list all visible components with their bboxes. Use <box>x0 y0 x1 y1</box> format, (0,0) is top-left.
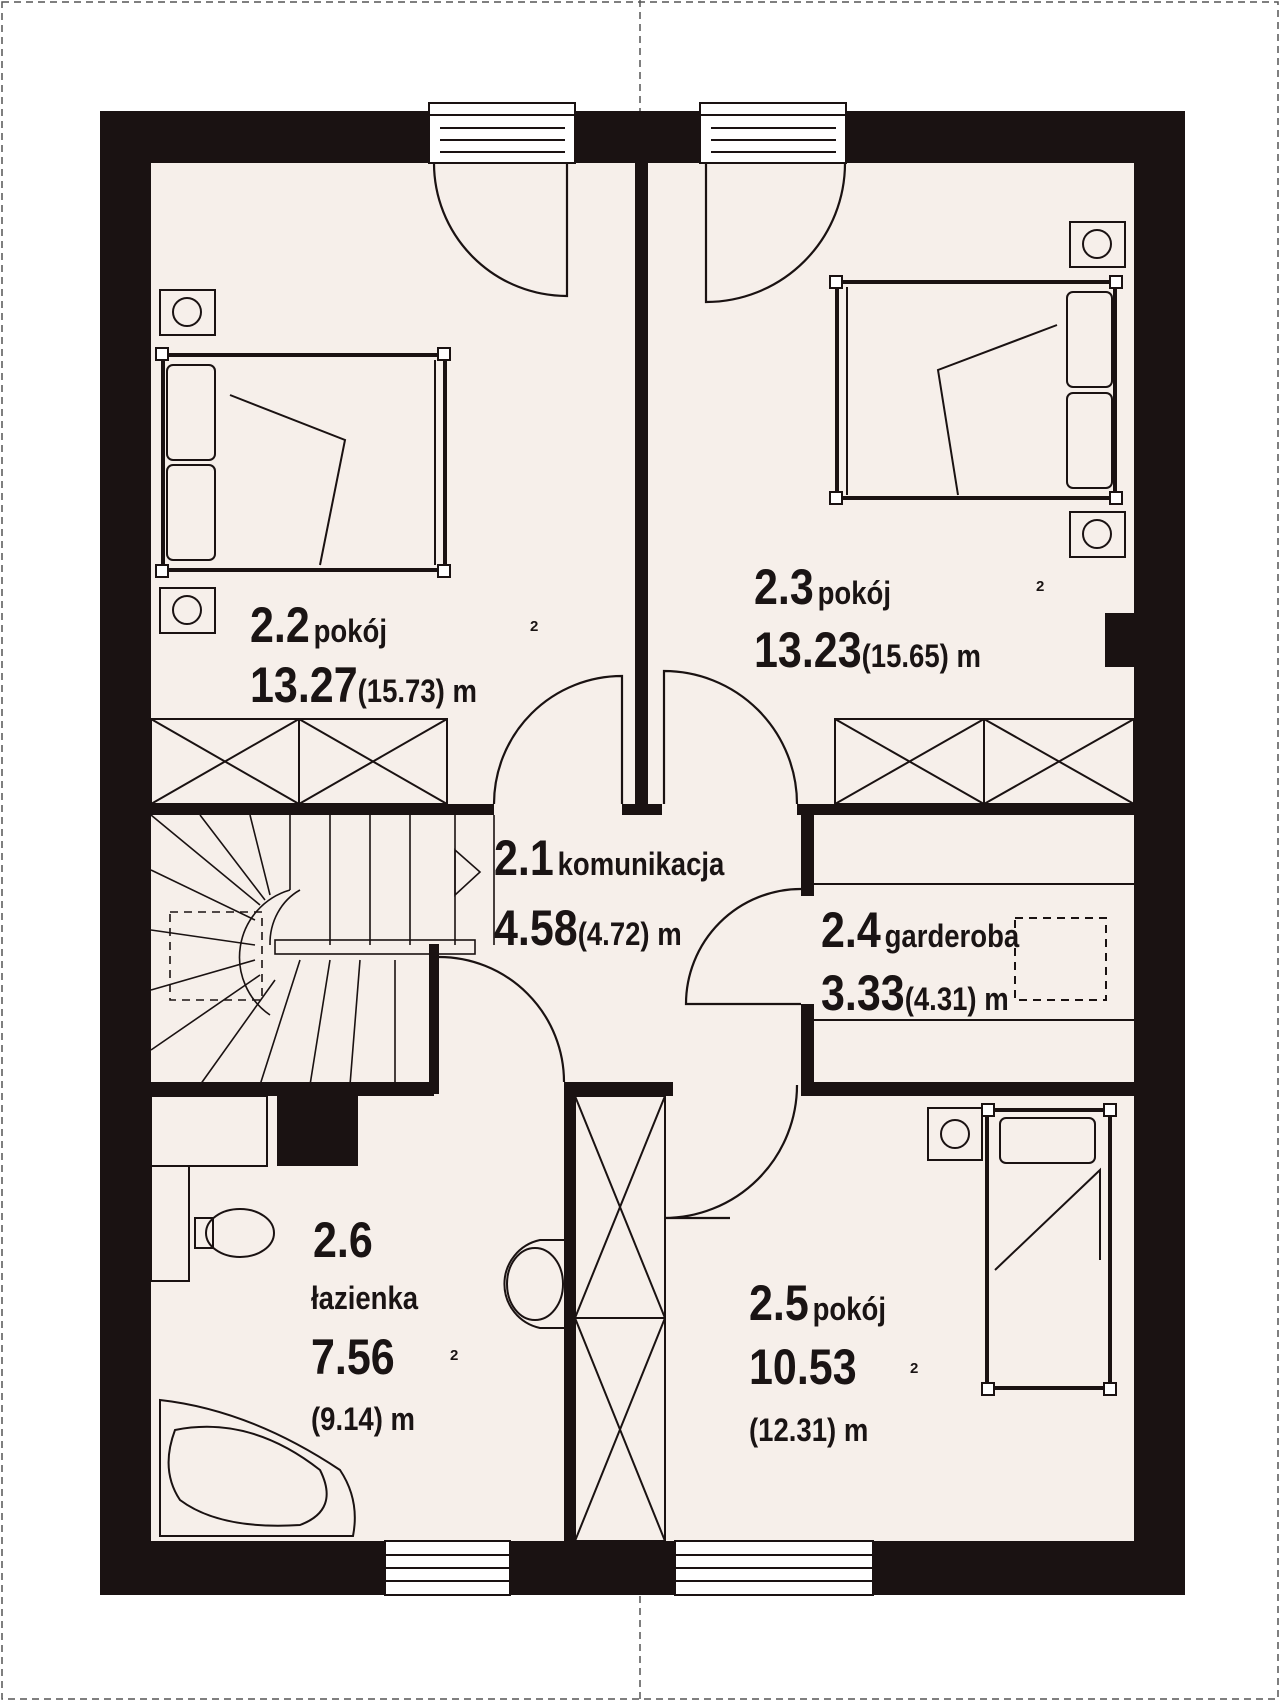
bathroom-fixtures <box>150 1095 564 1537</box>
room-2-4-area: 3.33(4.31) m <box>821 965 1009 1021</box>
room-2-5-gross: (12.31) m <box>749 1412 869 1448</box>
window-glazing <box>385 114 873 1582</box>
room-2-5-sup: 2 <box>910 1360 919 1377</box>
room-2-2-sup: 2 <box>530 618 539 635</box>
bed-posts <box>155 275 1123 1396</box>
room-2-6-id: 2.6 <box>313 1212 373 1268</box>
room-2-2-title: 2.2 pokój <box>250 597 387 653</box>
room-2-3-area: 13.23(15.65) m <box>754 622 981 678</box>
room-2-3-sup: 2 <box>1036 578 1045 595</box>
wardrobes <box>150 718 1135 1542</box>
room-2-3-title: 2.3 pokój <box>754 559 891 615</box>
room-2-1-area: 4.58(4.72) m <box>494 900 682 956</box>
room-2-1-title: 2.1 komunikacja <box>494 830 725 886</box>
room-2-6-sup: 2 <box>450 1347 459 1364</box>
room-2-4-title: 2.4 garderoba <box>821 902 1020 958</box>
staircase <box>150 814 495 1086</box>
interior-walls <box>151 163 1134 1541</box>
room-2-6-gross: (9.14) m <box>311 1401 416 1437</box>
room-2-2-area: 13.27(15.73) m <box>250 657 477 713</box>
room-2-6-name: łazienka <box>311 1280 419 1316</box>
room-2-5-area: 10.53 <box>749 1339 857 1395</box>
room-2-6-area: 7.56 <box>311 1329 395 1385</box>
beds <box>159 221 1126 1390</box>
door-swings <box>432 162 847 1220</box>
room-2-5-title: 2.5 pokój <box>749 1275 886 1331</box>
